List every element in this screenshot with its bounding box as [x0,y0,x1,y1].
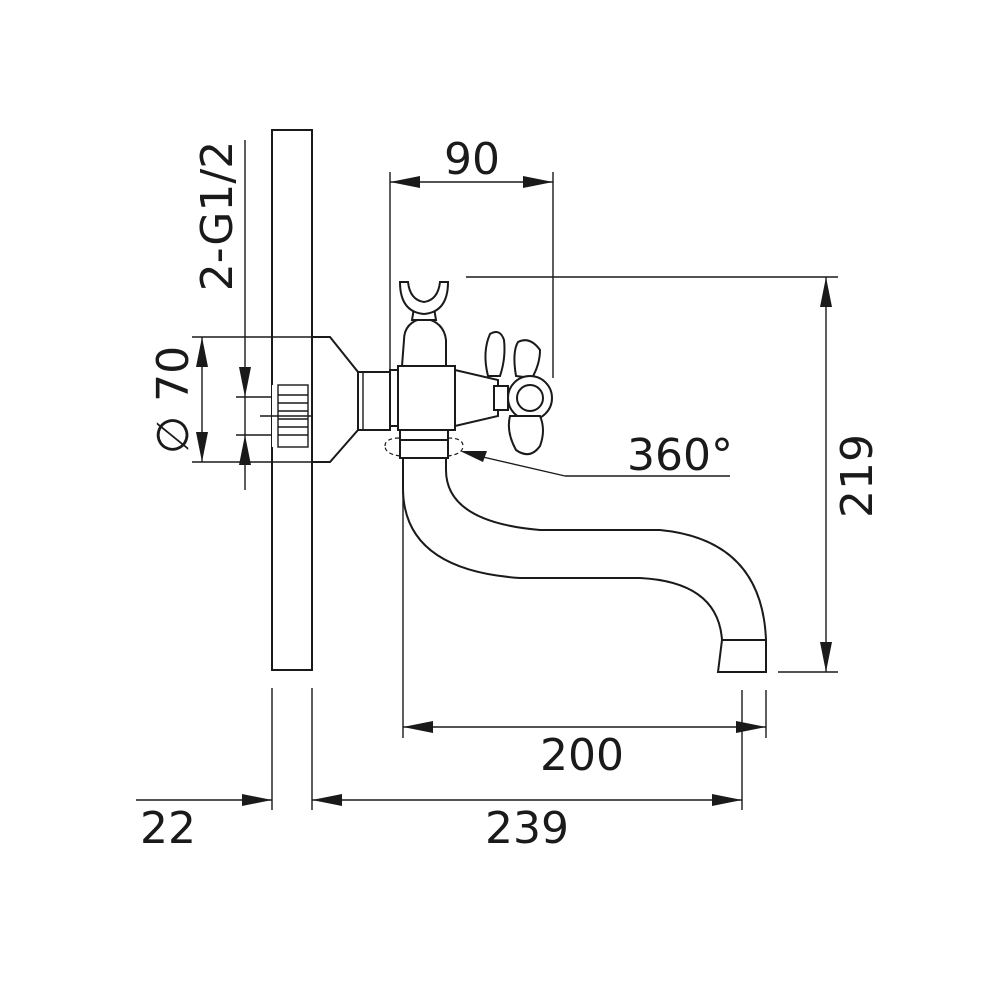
dimension-diameter-70-label: ∅ 70 [148,346,199,454]
valve-body [389,365,499,431]
dimension-thread-label: 2-G1/2 [192,141,243,291]
dimension-200: 200 [402,490,767,781]
dimension-diameter-70: ∅ 70 [148,336,312,463]
wall-flange [311,336,391,463]
dimension-360: 360° [460,430,733,481]
swivel-nut [384,429,464,459]
dimension-thread: 2-G1/2 [192,140,272,490]
dimension-360-label: 360° [627,430,733,481]
cross-handle [484,331,553,456]
dimension-90: 90 [389,134,554,378]
dimension-200-label: 200 [540,730,624,781]
dimension-90-label: 90 [444,134,500,185]
dimension-239-label: 239 [485,803,569,854]
dimension-219-label: 219 [832,434,883,518]
dimension-22-label: 22 [140,803,196,854]
spout [402,457,768,673]
dimension-219: 219 [466,276,883,673]
dimension-22-239: 22 239 [136,688,743,854]
shower-holder [398,281,450,367]
